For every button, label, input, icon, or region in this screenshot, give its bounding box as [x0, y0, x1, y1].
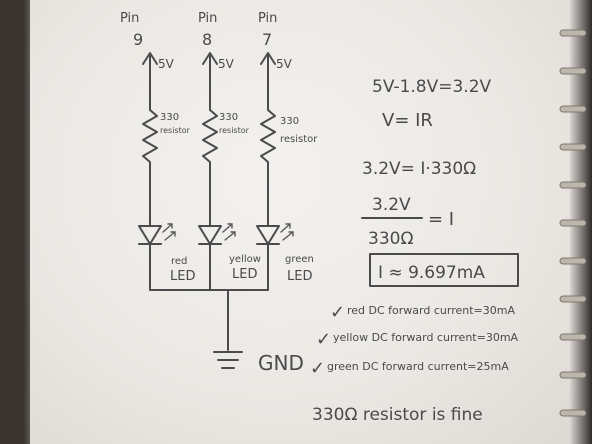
supply-arrow-8	[202, 52, 218, 111]
resistor-9-word: resistor	[160, 126, 191, 135]
led-green-color: green	[285, 254, 314, 265]
led-yellow-symbol	[198, 221, 236, 263]
resistor-8-symbol	[202, 109, 218, 223]
conclusion: 330Ω resistor is fine	[312, 405, 483, 425]
pin-7-label: Pin	[258, 11, 277, 26]
supply-arrow-7	[260, 52, 276, 111]
supply-label-9: 5V	[158, 57, 175, 71]
check-yellow: yellow DC forward current=30mA	[333, 331, 519, 344]
ground-label: GND	[258, 351, 304, 375]
pin-7-number: 7	[262, 30, 272, 49]
pin-8-number: 8	[202, 30, 212, 49]
resistor-8-value: 330	[219, 112, 238, 123]
resistor-8-word: resistor	[219, 126, 250, 135]
resistor-9-symbol	[142, 109, 158, 223]
supply-label-7: 5V	[276, 57, 293, 71]
led-red-color: red	[171, 256, 187, 267]
supply-arrow-9	[142, 52, 158, 111]
ground-wire	[149, 261, 269, 351]
spiral-binding	[559, 29, 587, 417]
result-box	[369, 253, 519, 287]
check-red: red DC forward current=30mA	[347, 304, 515, 317]
resistor-7-word: resistor	[280, 134, 318, 145]
calc-line-3: 3.2V= I·330Ω	[362, 159, 476, 179]
fraction-denominator: 330Ω	[368, 229, 413, 249]
fraction-result: = I	[428, 209, 454, 230]
calc-line-2: V= IR	[382, 110, 433, 131]
pin-9-number: 9	[133, 30, 143, 49]
led-yellow-color: yellow	[229, 254, 261, 265]
check-mark-green: ✓	[310, 358, 325, 379]
calc-line-1: 5V-1.8V=3.2V	[372, 77, 492, 97]
resistor-7-value: 330	[280, 116, 299, 127]
notebook-page	[30, 0, 570, 444]
led-green-label: LED	[287, 269, 312, 284]
supply-label-8: 5V	[218, 57, 235, 71]
check-mark-yellow: ✓	[316, 329, 331, 350]
pin-9-label: Pin	[120, 11, 139, 26]
resistor-7-symbol	[260, 109, 276, 223]
led-red-label: LED	[170, 269, 195, 284]
ground-symbol	[213, 351, 243, 369]
led-green-symbol	[256, 221, 294, 263]
led-yellow-label: LED	[232, 267, 257, 282]
fraction-numerator: 3.2V	[372, 195, 411, 215]
pin-8-label: Pin	[198, 11, 217, 26]
resistor-9-value: 330	[160, 112, 179, 123]
boxed-result: I ≈ 9.697mA	[378, 263, 485, 283]
check-green: green DC forward current=25mA	[327, 360, 509, 373]
led-red-symbol	[138, 221, 176, 263]
check-mark-red: ✓	[330, 302, 345, 323]
